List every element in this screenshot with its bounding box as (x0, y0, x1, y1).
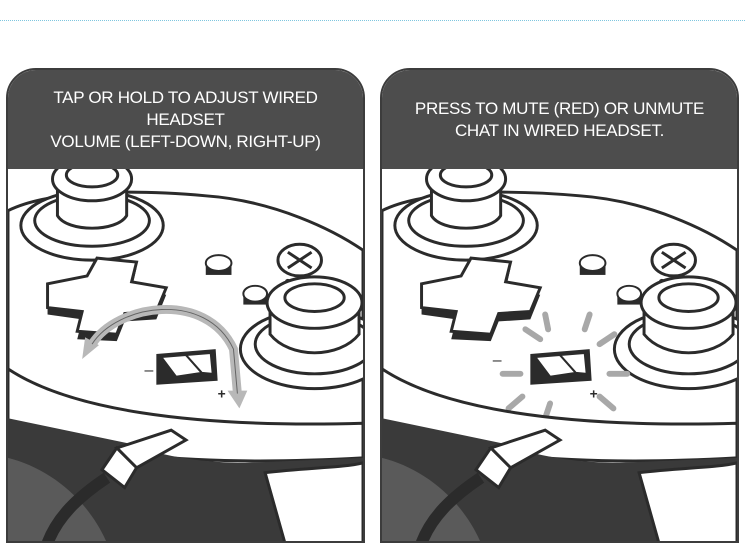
thumbstick-icon (395, 169, 537, 260)
mute-instruction-caption: PRESS TO MUTE (RED) OR UNMUTE CHAT IN WI… (415, 98, 704, 142)
controller-icon: – + (8, 169, 363, 543)
controller-illustration: – + (8, 169, 363, 543)
panel-header: PRESS TO MUTE (RED) OR UNMUTE CHAT IN WI… (382, 70, 737, 169)
volume-instruction-panel: TAP OR HOLD TO ADJUST WIRED HEADSET VOLU… (6, 68, 365, 543)
mute-instruction-panel: PRESS TO MUTE (RED) OR UNMUTE CHAT IN WI… (380, 68, 739, 543)
minus-symbol: – (144, 362, 153, 379)
controller-illustration: – + (382, 169, 737, 543)
controller-icon: – + (382, 169, 737, 543)
plus-symbol: + (218, 386, 226, 402)
volume-rocker-icon (156, 349, 217, 385)
thumbstick-icon (21, 169, 163, 260)
volume-rocker-icon (530, 349, 591, 385)
volume-instruction-caption: TAP OR HOLD TO ADJUST WIRED HEADSET VOLU… (22, 87, 349, 153)
plus-symbol: + (590, 386, 598, 402)
panel-header: TAP OR HOLD TO ADJUST WIRED HEADSET VOLU… (8, 70, 363, 169)
minus-symbol: – (493, 352, 502, 369)
top-dotted-rule (0, 20, 745, 21)
